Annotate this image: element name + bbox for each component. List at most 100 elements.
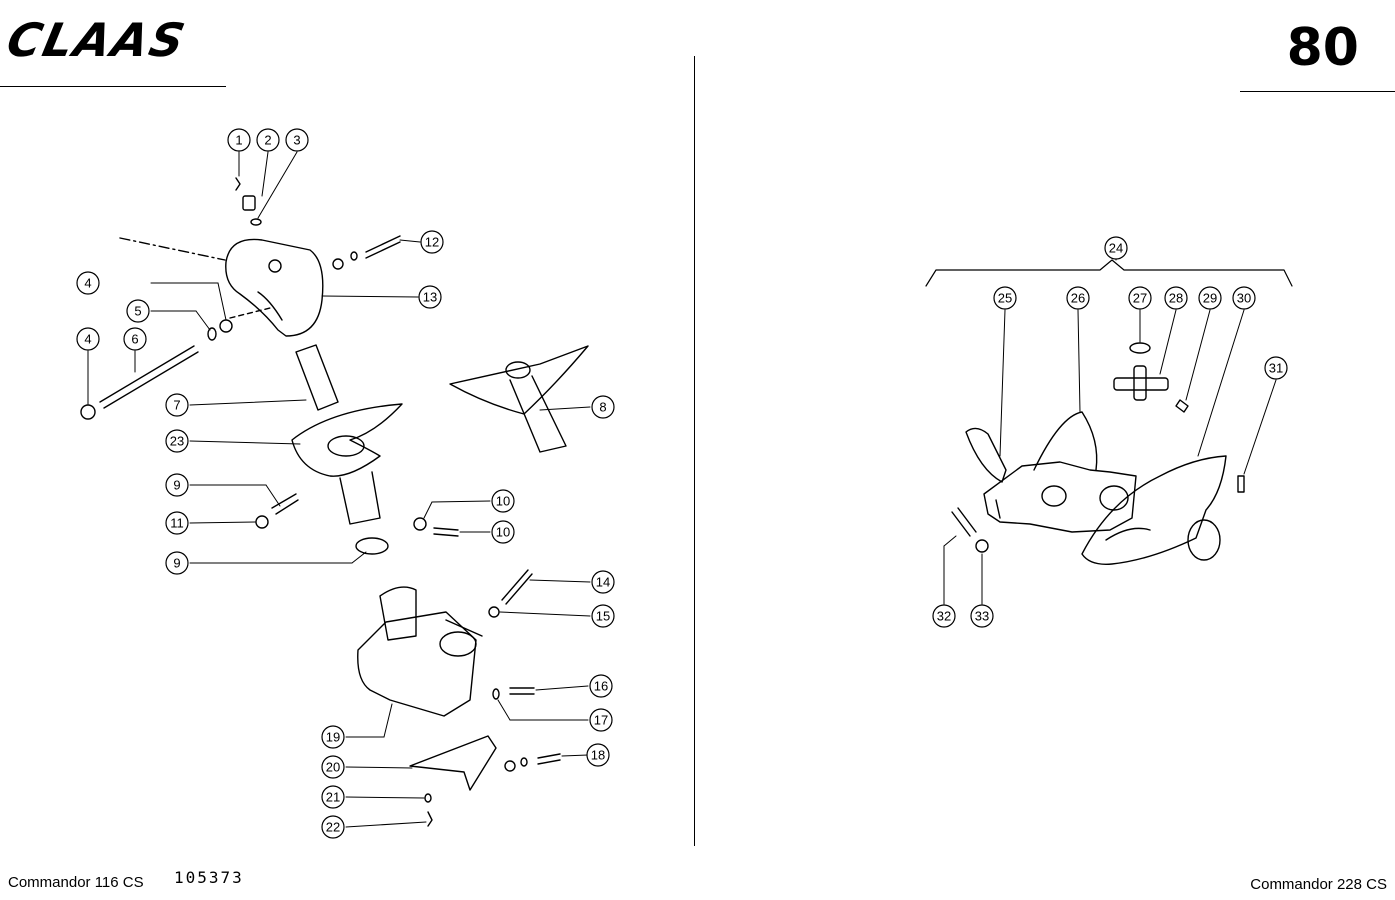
callout-number: 3	[293, 133, 300, 148]
pin-part	[235, 177, 241, 191]
callout-circle	[1164, 286, 1188, 310]
housing-bore	[268, 259, 282, 273]
callout-24: 24	[1104, 236, 1128, 260]
callout-number: 22	[326, 820, 340, 835]
callout-number: 19	[326, 730, 340, 745]
callout-number: 33	[975, 609, 989, 624]
grease-nipple-part	[1175, 399, 1189, 413]
right-assembly	[925, 257, 1293, 605]
bolt-part	[433, 527, 459, 537]
callout-26: 26	[1066, 286, 1090, 310]
callout-number: 17	[594, 713, 608, 728]
callout-number: 32	[937, 609, 951, 624]
bolt-part	[537, 753, 561, 765]
body-bore	[1041, 485, 1067, 507]
callout-29: 29	[1198, 286, 1222, 310]
callout-circle	[591, 604, 615, 628]
cross-spider-part	[1133, 365, 1147, 401]
callout-14: 14	[591, 570, 615, 594]
callout-circle	[491, 489, 515, 513]
leader-lines	[943, 257, 1277, 605]
callout-number: 12	[425, 235, 439, 250]
callout-3: 3	[285, 128, 309, 152]
callout-circle	[993, 286, 1017, 310]
callout-circle	[418, 285, 442, 309]
blade-part	[449, 345, 589, 415]
center-line	[119, 237, 226, 261]
paddle-part	[1033, 411, 1098, 471]
callout-circle	[227, 128, 251, 152]
callout-circle	[1128, 286, 1152, 310]
hub-tube	[339, 471, 381, 525]
callout-circle	[1198, 286, 1222, 310]
paddle-part	[965, 427, 1007, 483]
callout-number: 8	[599, 400, 606, 415]
callout-33: 33	[970, 604, 994, 628]
callout-circle	[1264, 356, 1288, 380]
callout-number: 11	[170, 516, 184, 531]
callout-number: 6	[131, 332, 138, 347]
gearbox-detail	[445, 619, 483, 637]
housing-detail	[257, 291, 283, 321]
blade-part	[291, 403, 403, 477]
nut-part	[413, 517, 427, 531]
callout-number: 30	[1237, 291, 1251, 306]
callout-number: 21	[326, 790, 340, 805]
callout-circle	[321, 725, 345, 749]
grease-nipple-part	[242, 195, 256, 211]
callout-circle	[1232, 286, 1256, 310]
callout-25: 25	[993, 286, 1017, 310]
callout-31: 31	[1264, 356, 1288, 380]
callout-27: 27	[1128, 286, 1152, 310]
callout-number: 9	[173, 556, 180, 571]
callout-9: 9	[165, 551, 189, 575]
callout-19: 19	[321, 725, 345, 749]
nut-part	[504, 760, 516, 772]
callout-8: 8	[591, 395, 615, 419]
paddle-detail	[1105, 527, 1151, 541]
gearbox-input-shaft	[379, 586, 417, 641]
callout-21: 21	[321, 785, 345, 809]
nut-part	[80, 404, 96, 420]
callout-circle	[165, 551, 189, 575]
callout-9: 9	[165, 473, 189, 497]
washer-part	[355, 537, 389, 555]
callout-number: 14	[596, 575, 610, 590]
callout-7: 7	[165, 393, 189, 417]
grease-nipple-part	[1237, 475, 1245, 493]
callout-12: 12	[420, 230, 444, 254]
rotor-body-part	[983, 461, 1137, 533]
callout-6: 6	[123, 327, 147, 351]
callout-number: 2	[264, 133, 271, 148]
left-assembly	[80, 151, 591, 828]
callout-number: 7	[173, 398, 180, 413]
callout-13: 13	[418, 285, 442, 309]
nut-part	[488, 606, 500, 618]
callout-circle	[165, 393, 189, 417]
callout-circle	[970, 604, 994, 628]
callout-circle	[76, 327, 100, 351]
callout-number: 15	[596, 609, 610, 624]
callout-number: 9	[173, 478, 180, 493]
callout-number: 10	[496, 494, 510, 509]
header-rule-left	[0, 86, 226, 87]
page-number: 80	[1286, 18, 1359, 78]
callout-22: 22	[321, 815, 345, 839]
callout-11: 11	[165, 511, 189, 535]
bolt-part	[501, 569, 533, 605]
callout-circle	[76, 271, 100, 295]
nut-part	[332, 258, 344, 270]
callout-number: 5	[134, 304, 141, 319]
pin-part	[427, 811, 433, 827]
callout-circle	[591, 395, 615, 419]
callout-number: 10	[496, 525, 510, 540]
right-model-label: Commandor 228 CS	[1250, 876, 1387, 893]
callout-circle	[932, 604, 956, 628]
callout-number: 24	[1109, 241, 1123, 256]
hub-tube	[509, 375, 567, 453]
header-rule-right	[1240, 91, 1395, 92]
callout-circle	[126, 299, 150, 323]
callout-number: 1	[235, 133, 242, 148]
